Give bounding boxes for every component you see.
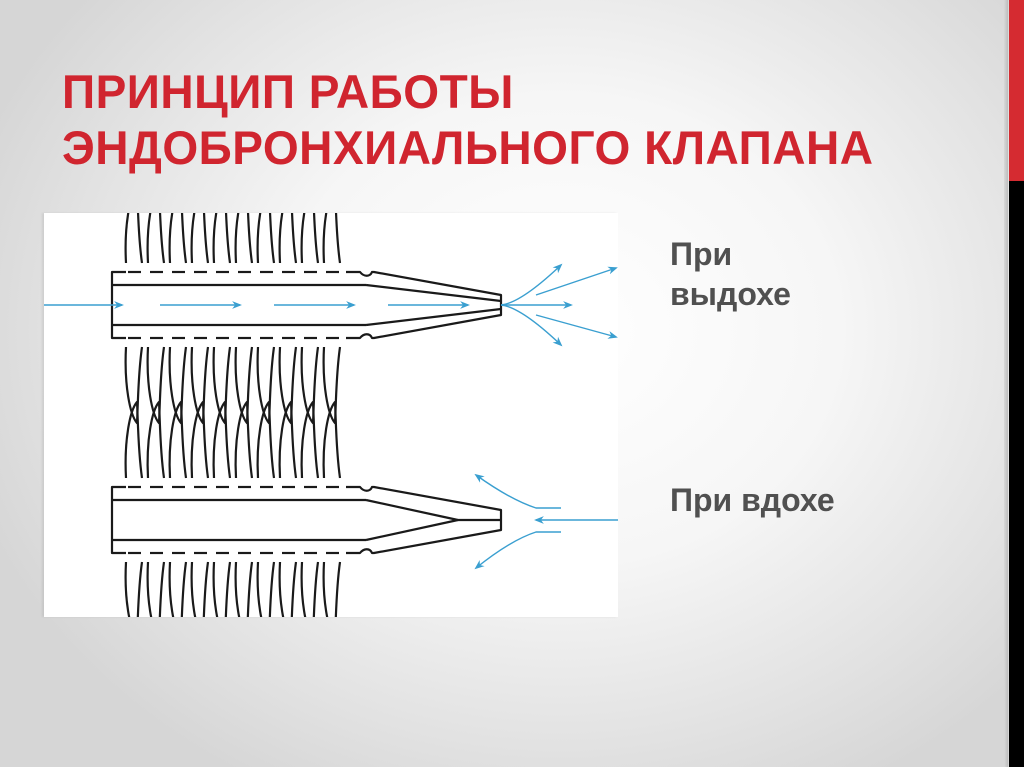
valve-diagram-svg	[44, 213, 618, 617]
caption-inhale: При вдохе	[670, 482, 835, 518]
caption-exhale-line-1: При	[670, 236, 733, 272]
slide-title: Принцип работы эндобронхиального клапана	[62, 64, 964, 176]
slide-title-line-2: эндобронхиального клапана	[62, 121, 874, 174]
accent-bar-red	[1009, 0, 1024, 181]
accent-bar-black	[1009, 181, 1024, 767]
slide-title-line-1: Принцип работы	[62, 65, 514, 118]
slide-edge-strip	[1004, 0, 1008, 767]
valve-diagram-image	[44, 213, 618, 617]
caption-exhale-line-2: выдохе	[670, 276, 791, 312]
valve-inhale-panel	[110, 400, 618, 617]
caption-exhale: При выдохе	[670, 234, 870, 314]
valve-exhale-panel	[44, 213, 618, 425]
